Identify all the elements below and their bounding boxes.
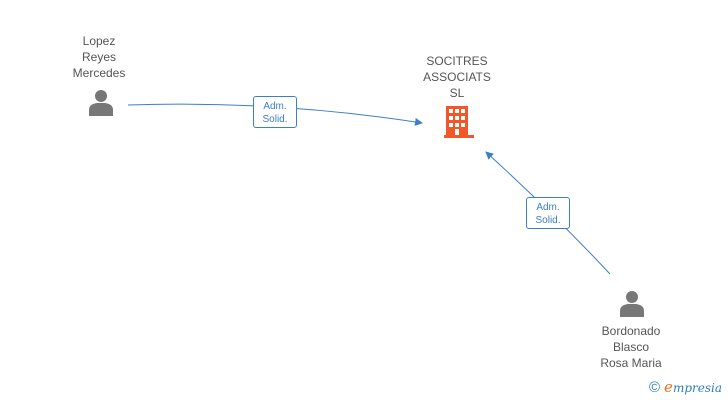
building-icon[interactable]: [444, 106, 474, 138]
edge-label-bottom[interactable]: Adm. Solid.: [526, 197, 570, 229]
copyright-icon: ©: [648, 379, 661, 396]
person-bottom-name[interactable]: Bordonado Blasco Rosa Maria: [600, 324, 662, 370]
brand-logo: empresia: [664, 378, 722, 396]
edge-label-top[interactable]: Adm. Solid.: [253, 96, 297, 128]
person-icon[interactable]: [618, 289, 646, 317]
footer-brand[interactable]: ©empresia: [649, 378, 722, 396]
company-name[interactable]: SOCITRES ASSOCIATS SL: [423, 54, 491, 100]
person-icon[interactable]: [87, 88, 115, 116]
person-top-name[interactable]: Lopez Reyes Mercedes: [72, 34, 126, 80]
